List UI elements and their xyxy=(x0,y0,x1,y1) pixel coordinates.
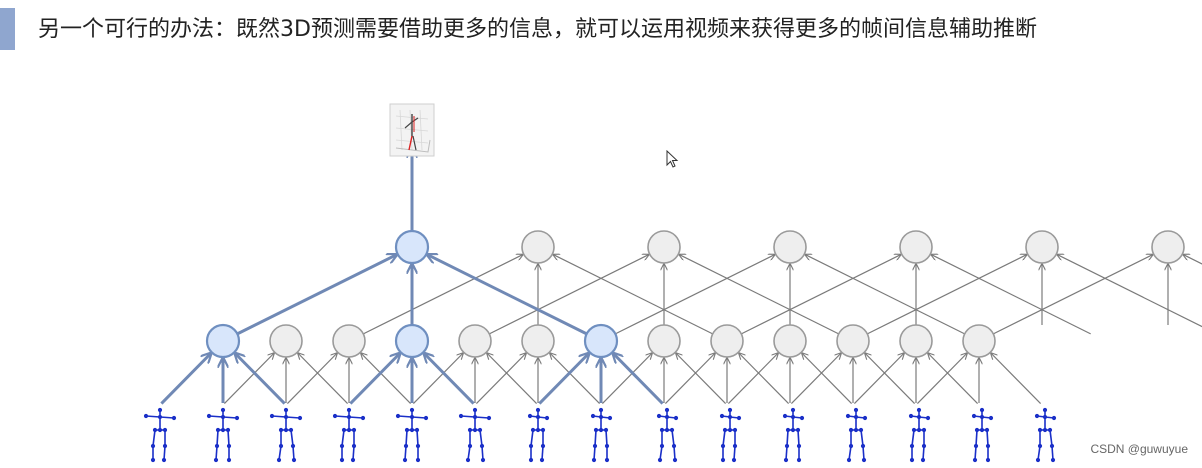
pose-frame xyxy=(590,407,613,463)
layer2-node xyxy=(773,230,807,264)
layer1-node xyxy=(583,323,619,359)
layer1-node xyxy=(773,324,807,358)
layer2-node xyxy=(394,229,430,265)
pose-frame xyxy=(845,407,868,463)
edge xyxy=(805,255,965,335)
layer1-node xyxy=(836,324,870,358)
edge xyxy=(676,353,727,404)
3d-pose-plot-icon xyxy=(389,103,435,157)
edge xyxy=(550,353,601,404)
layer1-node xyxy=(899,324,933,358)
pose-frame xyxy=(143,407,177,463)
edge xyxy=(613,353,664,405)
edge xyxy=(790,353,841,404)
edge xyxy=(412,353,463,404)
edge xyxy=(489,255,648,335)
edge xyxy=(538,353,589,405)
edge xyxy=(298,353,349,404)
edge xyxy=(424,353,475,405)
network-nodes xyxy=(205,229,1185,359)
pose-frame xyxy=(332,407,366,463)
connection-edges xyxy=(223,255,1202,404)
layer2-node xyxy=(521,230,555,264)
layer1-node xyxy=(647,324,681,358)
edge xyxy=(991,353,1042,404)
pose-frame xyxy=(971,407,994,463)
edge xyxy=(867,255,1026,335)
watermark: CSDN @guwuyue xyxy=(1090,442,1188,456)
edge xyxy=(802,353,853,404)
layer1-node xyxy=(521,324,555,358)
edge xyxy=(235,353,286,405)
layer1-node xyxy=(458,324,492,358)
layer1-node xyxy=(394,323,430,359)
edge xyxy=(853,353,904,404)
edge xyxy=(427,255,588,336)
edge xyxy=(727,353,778,404)
layer2-node xyxy=(1151,230,1185,264)
pose-frame xyxy=(269,407,303,463)
edge xyxy=(286,353,337,404)
edge xyxy=(931,255,1091,335)
edge xyxy=(160,353,211,405)
edge xyxy=(1057,255,1202,328)
heading-accent-bar xyxy=(0,8,15,50)
layer2-node xyxy=(1025,230,1059,264)
edge xyxy=(865,353,916,404)
pose-frame xyxy=(656,407,679,463)
layer1-node xyxy=(332,324,366,358)
edge xyxy=(664,353,715,404)
input-pose-frames xyxy=(143,407,1057,463)
edge xyxy=(236,255,396,336)
layer1-node xyxy=(962,324,996,358)
layer2-node xyxy=(899,230,933,264)
pose-frame xyxy=(908,407,931,463)
pose-frame xyxy=(719,407,742,463)
pose-frame xyxy=(527,407,550,463)
receptive-field-edges xyxy=(160,148,664,405)
layer1-node xyxy=(269,324,303,358)
edge xyxy=(741,255,900,335)
layer1-node xyxy=(710,324,744,358)
edge xyxy=(361,353,412,404)
edge xyxy=(553,255,713,335)
edge xyxy=(223,353,274,404)
pose-frame xyxy=(782,407,805,463)
edge xyxy=(475,353,526,404)
layer1-node xyxy=(205,323,241,359)
edge xyxy=(487,353,538,404)
pose-frame xyxy=(395,407,429,463)
layer2-node xyxy=(647,230,681,264)
pose-frame xyxy=(458,407,492,463)
pose-frame xyxy=(206,407,240,463)
edge xyxy=(349,353,400,405)
mouse-cursor-icon xyxy=(666,150,679,168)
edge xyxy=(363,255,522,335)
edge xyxy=(993,255,1152,335)
pose-frame xyxy=(1034,407,1057,463)
slide-heading: 另一个可行的办法：既然3D预测需要借助更多的信息，就可以运用视频来获得更多的帧间… xyxy=(38,17,1037,42)
edge xyxy=(679,255,839,335)
edge xyxy=(928,353,979,404)
edge xyxy=(916,353,967,404)
edge xyxy=(739,353,790,404)
edge xyxy=(601,353,652,404)
edge xyxy=(615,255,774,335)
